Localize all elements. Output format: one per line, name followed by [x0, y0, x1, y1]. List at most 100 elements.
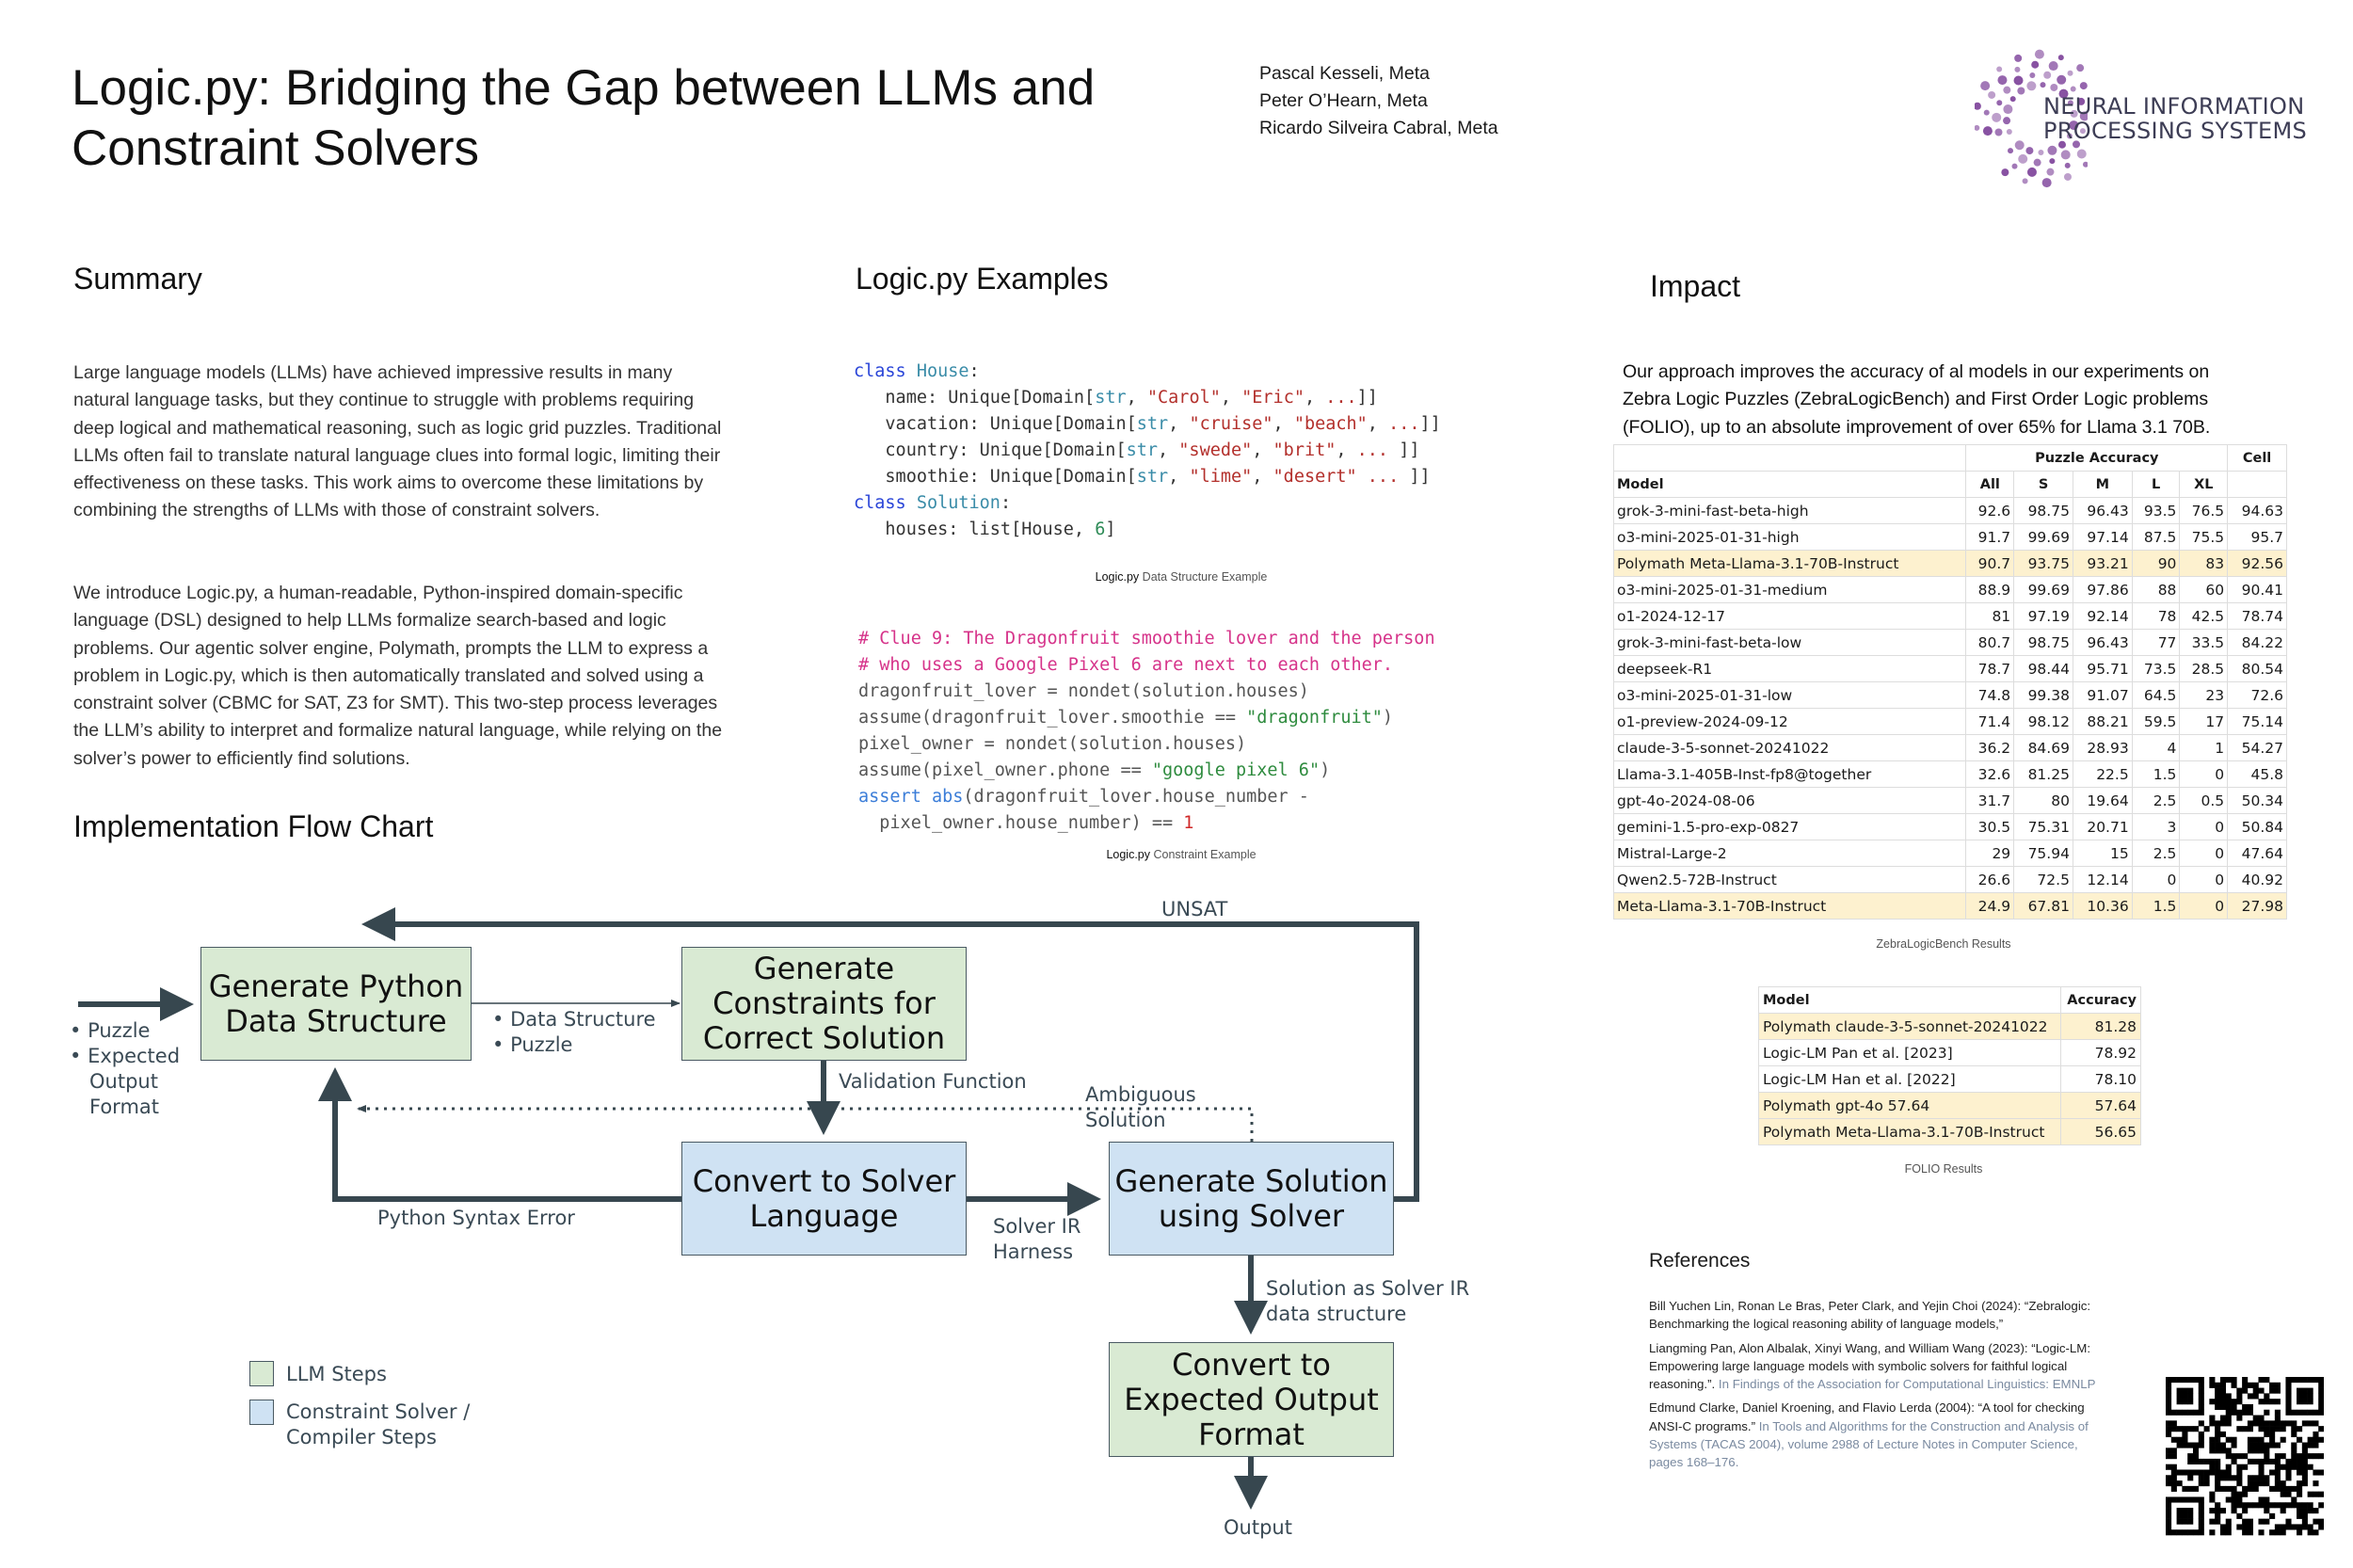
qr-module	[2187, 1518, 2194, 1525]
qr-module	[2225, 1448, 2232, 1454]
logo-dot	[2014, 54, 2023, 62]
solver-ir-label: Solver IR Harness	[993, 1215, 1081, 1263]
qr-module	[2274, 1420, 2281, 1427]
qr-module	[2215, 1512, 2221, 1519]
data-structure-code: class House: name: Unique[Domain[str, "C…	[854, 359, 1441, 543]
logo-dot	[2014, 140, 2025, 151]
qr-module	[2166, 1518, 2172, 1525]
qr-module	[2219, 1529, 2227, 1536]
table-cell: 81.28	[2059, 1013, 2142, 1040]
qr-module	[2313, 1409, 2319, 1416]
qr-module	[2274, 1475, 2281, 1481]
qr-module	[2182, 1409, 2188, 1416]
qr-module	[2215, 1475, 2221, 1481]
table-cell: 15	[2072, 840, 2133, 867]
qr-module	[2291, 1464, 2297, 1470]
qr-module	[2291, 1420, 2297, 1427]
qr-module	[2203, 1475, 2210, 1481]
qr-module	[2291, 1502, 2297, 1509]
code-token: ,	[1336, 440, 1357, 460]
qr-module	[2170, 1420, 2177, 1427]
qr-module	[2269, 1512, 2276, 1519]
logo-dot	[2014, 66, 2021, 72]
column-header: L	[2131, 471, 2181, 498]
qr-module	[2170, 1377, 2177, 1384]
qr-module	[2313, 1508, 2319, 1514]
table-cell: 97.14	[2072, 523, 2133, 551]
column-header: Model	[1758, 986, 2061, 1014]
code-token: "brit"	[1273, 440, 1337, 460]
qr-module	[2264, 1475, 2270, 1481]
qr-module	[2236, 1387, 2243, 1394]
qr-module	[2274, 1469, 2281, 1476]
qr-module	[2209, 1464, 2216, 1470]
qr-module	[2225, 1518, 2232, 1525]
qr-module	[2166, 1453, 2172, 1460]
qr-module	[2231, 1491, 2237, 1497]
step-convert-to-output-format: Convert to Expected Output Format	[1109, 1342, 1394, 1457]
qr-module	[2301, 1475, 2308, 1481]
qr-module	[2313, 1377, 2319, 1384]
code-line: class Solution:	[854, 490, 1441, 517]
table-cell: Polymath claude-3-5-sonnet-20241022	[1758, 1013, 2061, 1040]
table-cell: 80.7	[1965, 629, 2015, 656]
qr-module	[2297, 1387, 2303, 1394]
neurips-dots-icon	[1975, 49, 2088, 188]
qr-module	[2166, 1409, 2172, 1416]
qr-module	[2301, 1399, 2308, 1405]
table-cell: 99.69	[2013, 576, 2073, 603]
logo-dot	[2076, 64, 2085, 72]
table-cell: 28.93	[2072, 734, 2133, 761]
qr-module	[2264, 1458, 2270, 1464]
qr-module	[2225, 1399, 2232, 1405]
qr-module	[2258, 1448, 2265, 1454]
qr-module	[2269, 1458, 2276, 1464]
qr-code[interactable]	[2166, 1377, 2324, 1539]
qr-module	[2297, 1377, 2303, 1384]
qr-module	[2231, 1475, 2237, 1481]
folio-caption: FOLIO Results	[1904, 1162, 1983, 1176]
logo-dot	[2008, 148, 2014, 154]
qr-module	[2215, 1448, 2221, 1454]
table-cell: 22.5	[2072, 760, 2133, 788]
qr-module	[2301, 1512, 2308, 1519]
code-token: assume(pixel_owner.phone ==	[858, 760, 1152, 780]
qr-module	[2301, 1393, 2308, 1400]
reference-item: Bill Yuchen Lin, Ronan Le Bras, Peter Cl…	[1649, 1297, 2110, 1334]
qr-module	[2170, 1426, 2177, 1432]
qr-module	[2258, 1442, 2265, 1448]
qr-module	[2307, 1502, 2313, 1509]
qr-module	[2215, 1420, 2221, 1427]
qr-module	[2252, 1382, 2259, 1388]
code-token: ]]	[1399, 467, 1431, 487]
qr-module	[2166, 1512, 2172, 1519]
code-line: smoothie: Unique[Domain[str, "lime", "de…	[854, 464, 1441, 490]
qr-module	[2301, 1409, 2308, 1416]
logo-dot	[2057, 74, 2067, 85]
qr-module	[2247, 1485, 2253, 1492]
qr-module	[2198, 1502, 2204, 1509]
constraint-code: # Clue 9: The Dragonfruit smoothie lover…	[858, 626, 1435, 837]
qr-module	[2247, 1524, 2253, 1530]
table-cell: 73.5	[2131, 655, 2181, 682]
qr-module	[2236, 1415, 2243, 1421]
table-cell: 95.7	[2227, 523, 2287, 551]
qr-module	[2231, 1502, 2237, 1509]
ds-item: Data Structure	[492, 1007, 656, 1032]
table-cell: 84.22	[2227, 629, 2287, 656]
logo-dot	[1975, 102, 1981, 110]
code-token: assert	[858, 787, 932, 807]
qr-module	[2231, 1496, 2237, 1503]
qr-module	[2297, 1409, 2303, 1416]
code-line: class House:	[854, 359, 1441, 385]
table-cell: 29	[1965, 840, 2015, 867]
qr-module	[2209, 1377, 2216, 1384]
code-token: smoothie: Unique[Domain[	[854, 467, 1137, 487]
